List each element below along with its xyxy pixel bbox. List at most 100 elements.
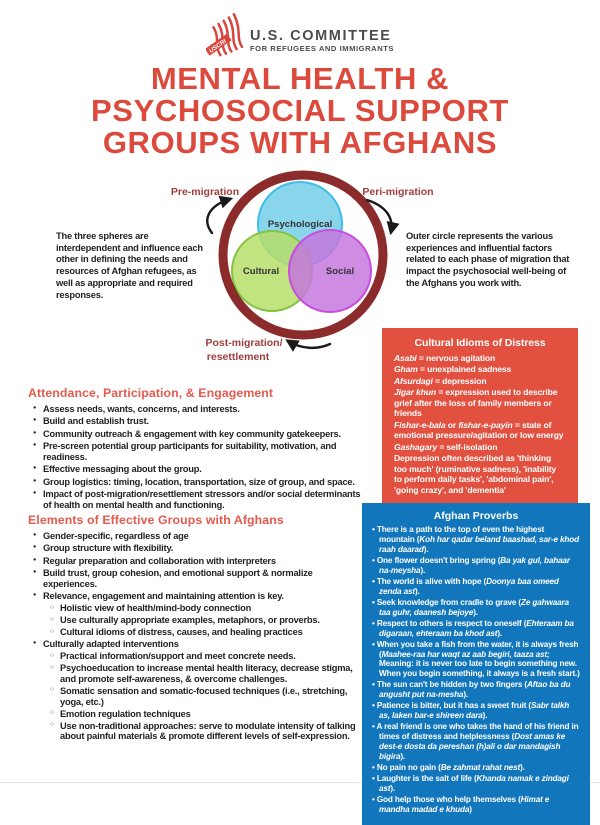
proverb-item: Patience is bitter, but it has a sweet f… (372, 701, 580, 721)
org-subtitle: FOR REFUGEES AND IMMIGRANTS (249, 44, 395, 54)
proverb-english: God help those who help themselves ( (376, 795, 521, 804)
elements-sub-bullet: Somatic sensation and somatic-focused te… (50, 685, 364, 708)
uscri-logo-text: U.S. COMMITTEE FOR REFUGEES AND IMMIGRAN… (250, 29, 394, 57)
proverb-tail: ). (473, 607, 478, 617)
peri-migration-arrow-icon (365, 198, 400, 236)
proverb-dari: Ba yak gul, bahaar na-meysha (379, 555, 570, 575)
idiom-term: Fishar-e-bala (394, 419, 446, 430)
elements-bullet: Gender-specific, regardless of age (33, 531, 364, 542)
proverb-tail: ) (469, 804, 472, 814)
idiom-term2: fishar-e-payin (458, 419, 513, 430)
idiom-item: Jigar khun = expression used to describe… (394, 387, 566, 418)
elements-section: Elements of Effective Groups with Afghan… (28, 513, 364, 744)
attendance-bullet: Build and establish trust. (33, 416, 364, 427)
proverb-english: Respect to others is respect to oneself … (376, 618, 527, 628)
attendance-heading: Attendance, Participation, & Engagement (28, 386, 274, 400)
elements-sublist: Holistic view of health/mind-body connec… (43, 603, 364, 638)
idiom-item: Gham = unexplained sadness (394, 364, 566, 374)
proverb-dari: Sabr talkh as, laken bar-e shireen dara (379, 701, 570, 720)
elements-sub-bullet: Psychoeducation to increase mental healt… (50, 663, 364, 685)
proverb-item: The world is alive with hope (Doonya baa… (372, 577, 580, 597)
proverb-item: God help those who help themselves (Hima… (372, 795, 580, 815)
page-title-line: GROUPS WITH AFGHANS (102, 125, 498, 161)
attendance-list: Assess needs, wants, concerns, and inter… (28, 404, 364, 511)
proverb-item: The sun can't be hidden by two fingers (… (372, 680, 580, 700)
cultural-idioms-box: Cultural Idioms of Distress Asabi = nerv… (382, 328, 578, 507)
proverb-dari: Maahee-raa har waqt az aab begiri, taaza… (381, 649, 550, 659)
elements-sub-bullet-text: Cultural idioms of distress, causes, and… (60, 627, 303, 637)
elements-sub-bullet-text: Somatic sensation and somatic-focused te… (60, 685, 348, 707)
proverb-tail: ). (463, 690, 469, 699)
proverb-dari: Dost amas ke dest-e dosta da pereshan (h… (379, 732, 566, 761)
proverb-english: A real friend is one who takes the hand … (376, 722, 579, 741)
elements-sub-bullet: Emotion regulation techniques (50, 708, 364, 720)
elements-bullet: Build trust, group cohesion, and emotion… (33, 568, 364, 590)
migration-venn-diagram: Psychological Cultural Social Pre-migrat… (171, 170, 434, 363)
afghan-proverbs-list: There is a path to the top of even the h… (372, 525, 580, 815)
cultural-label: Cultural (243, 266, 279, 277)
idiom-item: Asabi = nervous agitation (394, 353, 566, 363)
proverb-tail: ). (414, 586, 420, 596)
flyer-page: USCRI U.S. COMMITTEE FOR REFUGEES AND IM… (0, 0, 600, 782)
afghan-proverbs-title: Afghan Proverbs (433, 510, 519, 522)
pre-migration-arrow-icon (206, 195, 234, 235)
attendance-bullet-text: Effective messaging about the group. (43, 464, 202, 475)
proverb-tail: ). (400, 751, 406, 761)
idiom-item: Fishar-e-bala or fishar-e-payin = state … (394, 420, 566, 441)
pre-migration-label: Pre-migration (171, 186, 239, 198)
peri-migration-label: Peri-migration (362, 186, 433, 198)
idiom-definition: = unexplained sadness (417, 364, 512, 375)
page-title-line: PSYCHOSOCIAL SUPPORT (91, 93, 509, 129)
proverb-english: Patience is bitter, but it has a sweet f… (376, 701, 532, 711)
elements-bullet: Culturally adapted interventions Practic… (33, 639, 364, 742)
org-name: U.S. COMMITTEE (249, 27, 392, 44)
proverb-english: No pain no gain ( (376, 762, 441, 772)
proverb-tail: ). (520, 762, 525, 772)
elements-sub-bullet-text: Psychoeducation to increase mental healt… (60, 663, 353, 684)
proverb-dari: Doonya baa omeed zenda ast (379, 576, 559, 596)
idiom-item: Gashagary = self-isolation (394, 442, 566, 452)
elements-sub-bullet: Cultural idioms of distress, causes, and… (50, 627, 364, 638)
elements-sub-bullet-text: Use culturally appropriate examples, met… (60, 615, 320, 626)
spheres-note: The three spheres are interdependent and… (56, 231, 203, 300)
proverb-english: The sun can't be hidden by two fingers ( (376, 680, 527, 690)
idiom-term: Afsurdagi (394, 375, 433, 386)
elements-sub-bullet-text: Holistic view of health/mind-body connec… (60, 603, 252, 614)
proverb-item: One flower doesn't bring spring (Ba yak … (372, 556, 580, 576)
proverb-item: There is a path to the top of even the h… (372, 525, 580, 554)
proverb-item: Laughter is the salt of life (Khanda nam… (372, 774, 580, 794)
proverb-dari: Koh har qadar beland baashad, sar-e khod… (379, 534, 579, 554)
attendance-bullet-text: Group logistics: timing, location, trans… (43, 476, 355, 487)
post-migration-label-line2: resettlement (207, 351, 270, 363)
proverb-tail: Meaning: it is never too late to begin s… (379, 659, 580, 678)
proverb-english: One flower doesn't bring spring ( (376, 555, 501, 565)
elements-bullet-text: Group structure with flexibility. (43, 543, 174, 554)
proverb-item: A real friend is one who takes the hand … (372, 722, 580, 761)
idiom-definition: = expression used to describe grief afte… (394, 387, 558, 419)
idiom-definition: Depression often described as 'thinking … (394, 453, 557, 495)
elements-bullet-text: Regular preparation and collaboration wi… (43, 555, 276, 566)
proverb-item: Seek knowledge from cradle to grave (Ze … (372, 598, 580, 618)
elements-bullet-text: Build trust, group cohesion, and emotion… (43, 568, 313, 589)
proverb-item: When you take a fish from the water, it … (372, 640, 580, 679)
proverb-tail: ). (420, 565, 426, 575)
proverb-dari: Be zahmat rahat nest (440, 762, 521, 772)
elements-sub-bullet-text: Use non-traditional approaches: serve to… (60, 720, 356, 742)
attendance-bullet: Community outreach & engagement with key… (33, 429, 364, 440)
idiom-item: Depression often described as 'thinking … (394, 453, 566, 495)
elements-bullet-text: Relevance, engagement and maintaining at… (43, 591, 284, 602)
post-migration-label-line1: Post-migration/ (205, 337, 282, 349)
idiom-item: Afsurdagi = depression (394, 376, 566, 386)
elements-sublist: Practical information/support and meet c… (43, 651, 364, 742)
proverb-item: Respect to others is respect to oneself … (372, 619, 580, 639)
idiom-term: Gashagary (394, 441, 438, 452)
idiom-definition: = depression (432, 375, 487, 386)
elements-bullet: Regular preparation and collaboration wi… (33, 555, 364, 567)
attendance-bullet-text: Impact of post-migration/resettlement st… (43, 489, 361, 510)
proverb-tail: ). (497, 628, 503, 638)
elements-sub-bullet: Use culturally appropriate examples, met… (50, 615, 364, 626)
elements-list: Gender-specific, regardless of age Group… (28, 531, 364, 742)
social-label: Social (326, 266, 354, 277)
elements-sub-bullet-text: Emotion regulation techniques (60, 708, 191, 719)
elements-bullet-text: Gender-specific, regardless of age (43, 531, 189, 541)
